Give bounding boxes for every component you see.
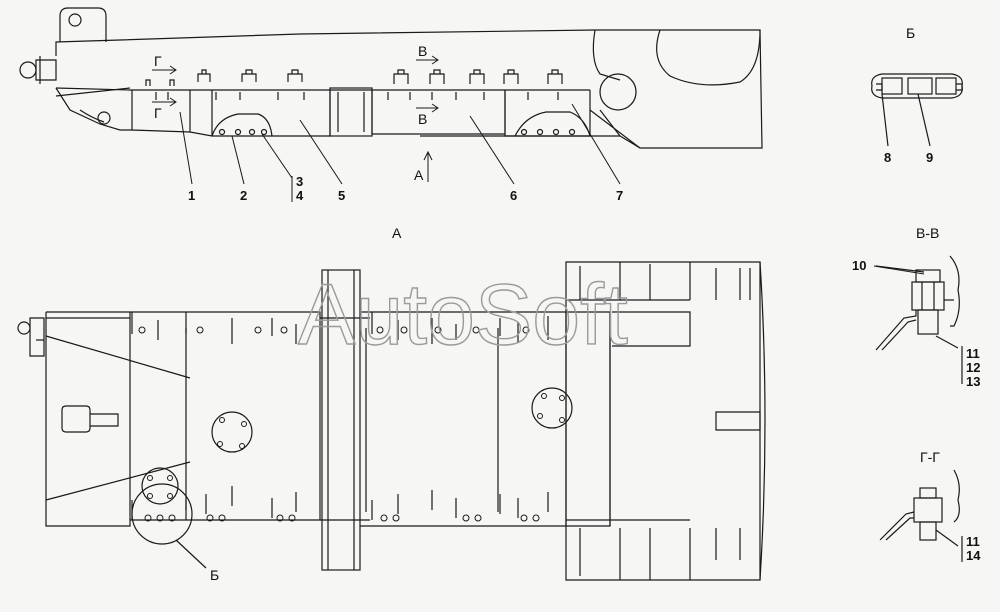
detail-view-b (871, 73, 963, 147)
section-mark-g-top: Г (154, 53, 162, 69)
callout-11-v: 11 (966, 346, 980, 361)
callout-3: 3 (296, 174, 303, 189)
section-mark-v-top: В (418, 43, 427, 59)
section-mark-v-bottom: В (418, 111, 427, 127)
callout-8: 8 (884, 150, 891, 165)
callout-14: 14 (966, 548, 981, 563)
callout-12: 12 (966, 360, 980, 375)
callout-7: 7 (616, 188, 623, 203)
view-b-title: Б (906, 25, 915, 41)
callout-2: 2 (240, 188, 247, 203)
plan-view-a (17, 261, 766, 581)
callout-6: 6 (510, 188, 517, 203)
side-view (19, 7, 763, 149)
callout-5: 5 (338, 188, 345, 203)
section-g-title: Г-Г (920, 449, 940, 465)
circle-b-label: Б (210, 567, 219, 583)
section-v-title: В-В (916, 225, 939, 241)
view-a-title: А (392, 225, 402, 241)
section-v-v (875, 255, 963, 384)
callout-10: 10 (852, 258, 866, 273)
callout-13: 13 (966, 374, 980, 389)
watermark-text: AutoSoft (298, 267, 628, 363)
leader-lines (152, 55, 925, 275)
section-mark-g-bottom: Г (154, 105, 162, 121)
section-g-g (879, 469, 963, 562)
callout-11-g: 11 (966, 534, 980, 549)
callout-4: 4 (296, 188, 304, 203)
callout-1: 1 (188, 188, 195, 203)
callout-9: 9 (926, 150, 933, 165)
arrow-a-label: А (414, 167, 424, 183)
